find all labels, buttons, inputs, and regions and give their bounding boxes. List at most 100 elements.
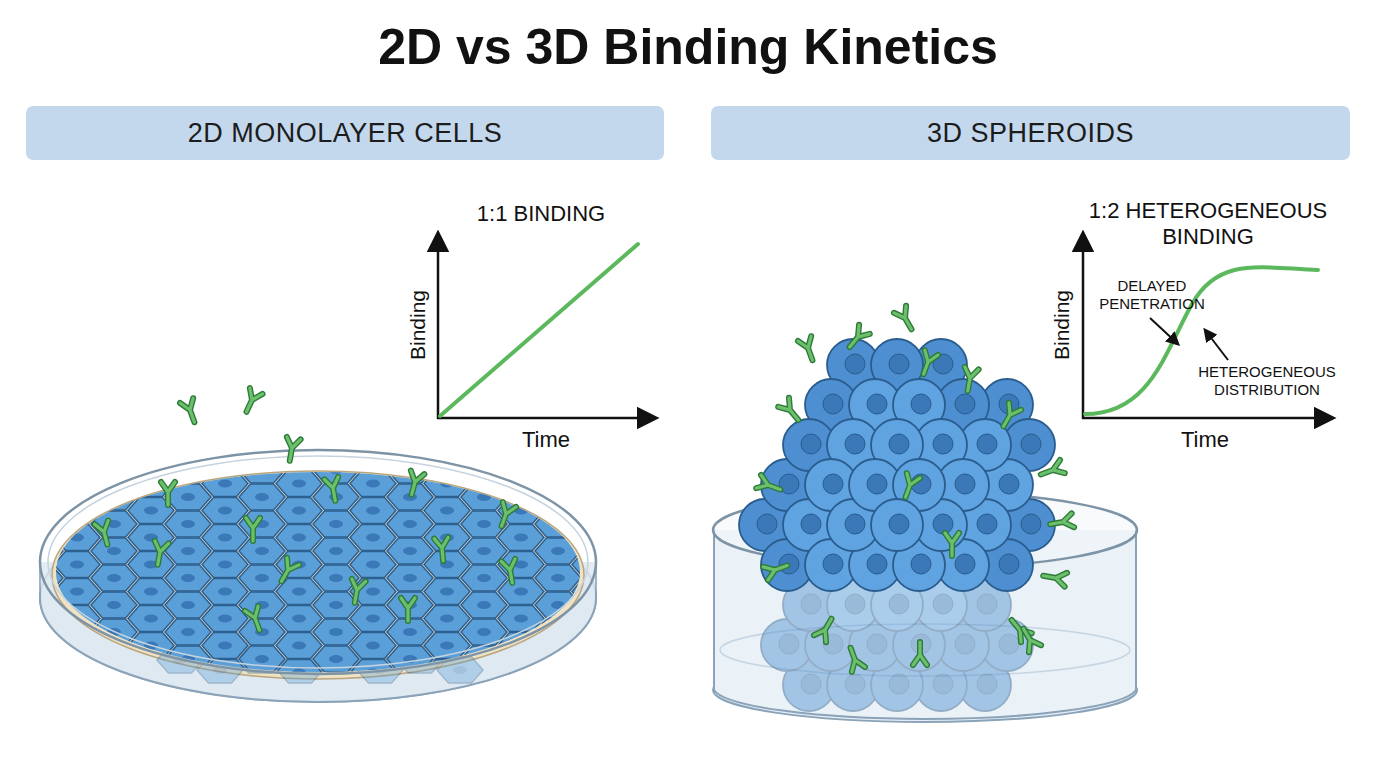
- antibody: [899, 473, 920, 499]
- nucleus: [181, 493, 195, 501]
- antibody: [798, 336, 819, 362]
- nucleus: [329, 574, 343, 582]
- nucleus: [477, 493, 491, 501]
- cell: [202, 633, 248, 659]
- cell: [202, 687, 248, 713]
- cell: [387, 565, 433, 591]
- axis-label: Binding: [1049, 290, 1074, 360]
- nucleus: [292, 534, 306, 542]
- nucleus: [329, 520, 343, 528]
- nucleus: [440, 507, 454, 515]
- chart-1to1: [437, 234, 655, 419]
- antibody: [961, 367, 979, 392]
- antibody: [756, 475, 782, 496]
- cell: [239, 457, 285, 483]
- nucleus: [477, 655, 491, 663]
- nucleus: [181, 628, 195, 636]
- nucleus: [329, 547, 343, 555]
- nucleus: [70, 588, 84, 596]
- nucleus: [218, 534, 232, 542]
- nucleus: [588, 669, 602, 677]
- cell: [91, 565, 137, 591]
- nucleus: [867, 474, 887, 494]
- antibody: [151, 541, 169, 566]
- cell: [535, 619, 581, 645]
- cell: [313, 619, 359, 645]
- nucleus: [33, 655, 47, 663]
- nucleus: [366, 642, 380, 650]
- nucleus: [33, 628, 47, 636]
- antibody: [246, 518, 260, 541]
- antibody: [401, 598, 415, 621]
- cell: [350, 552, 396, 578]
- nucleus: [977, 434, 997, 454]
- cell: [424, 471, 470, 497]
- nucleus: [255, 574, 269, 582]
- cell: [498, 525, 544, 551]
- nucleus: [845, 434, 865, 454]
- nucleus: [218, 696, 232, 704]
- cell: [128, 579, 174, 605]
- nucleus: [329, 466, 343, 474]
- cell: [165, 565, 211, 591]
- cell: [54, 633, 100, 659]
- nucleus: [292, 642, 306, 650]
- nucleus: [366, 534, 380, 542]
- axis-label: Time: [522, 427, 570, 453]
- nucleus: [366, 480, 380, 488]
- antibody: [778, 398, 804, 425]
- cell: [572, 471, 618, 497]
- cell: [276, 471, 322, 497]
- nucleus: [218, 642, 232, 650]
- nucleus: [514, 642, 528, 650]
- antibody: [1038, 460, 1064, 481]
- nucleus: [329, 601, 343, 609]
- nucleus: [144, 507, 158, 515]
- nucleus: [292, 696, 306, 704]
- nucleus: [440, 480, 454, 488]
- nucleus: [477, 547, 491, 555]
- antibodies: [756, 306, 1074, 672]
- cell: [239, 484, 285, 510]
- nucleus: [889, 514, 909, 534]
- nucleus: [823, 554, 843, 574]
- nucleus: [588, 642, 602, 650]
- cell: [17, 457, 63, 483]
- nucleus: [823, 394, 843, 414]
- nucleus: [477, 574, 491, 582]
- nucleus: [218, 588, 232, 596]
- nucleus: [551, 682, 565, 690]
- cell: [276, 525, 322, 551]
- nucleus: [70, 534, 84, 542]
- cell: [165, 592, 211, 618]
- nucleus: [588, 507, 602, 515]
- cell: [202, 606, 248, 632]
- nucleus: [440, 669, 454, 677]
- nucleus: [144, 615, 158, 623]
- cell: [572, 606, 618, 632]
- nucleus: [403, 520, 417, 528]
- nucleus: [477, 682, 491, 690]
- cell: [239, 565, 285, 591]
- cell: [498, 687, 544, 713]
- cell: [128, 606, 174, 632]
- nucleus: [867, 634, 887, 654]
- nucleus: [514, 588, 528, 596]
- cell: [91, 673, 137, 699]
- nucleus: [551, 601, 565, 609]
- annotation: DELAYED PENETRATION: [1090, 277, 1215, 313]
- chart-title: 1:1 BINDING: [477, 201, 605, 227]
- cell: [202, 579, 248, 605]
- cell: [165, 538, 211, 564]
- antibody: [917, 350, 938, 376]
- nucleus: [588, 615, 602, 623]
- cell: [17, 592, 63, 618]
- cell: [350, 498, 396, 524]
- cell: [387, 673, 433, 699]
- cell: [239, 511, 285, 537]
- nucleus: [889, 674, 909, 694]
- cell: [276, 606, 322, 632]
- nucleus: [292, 480, 306, 488]
- nucleus: [33, 601, 47, 609]
- cell: [535, 511, 581, 537]
